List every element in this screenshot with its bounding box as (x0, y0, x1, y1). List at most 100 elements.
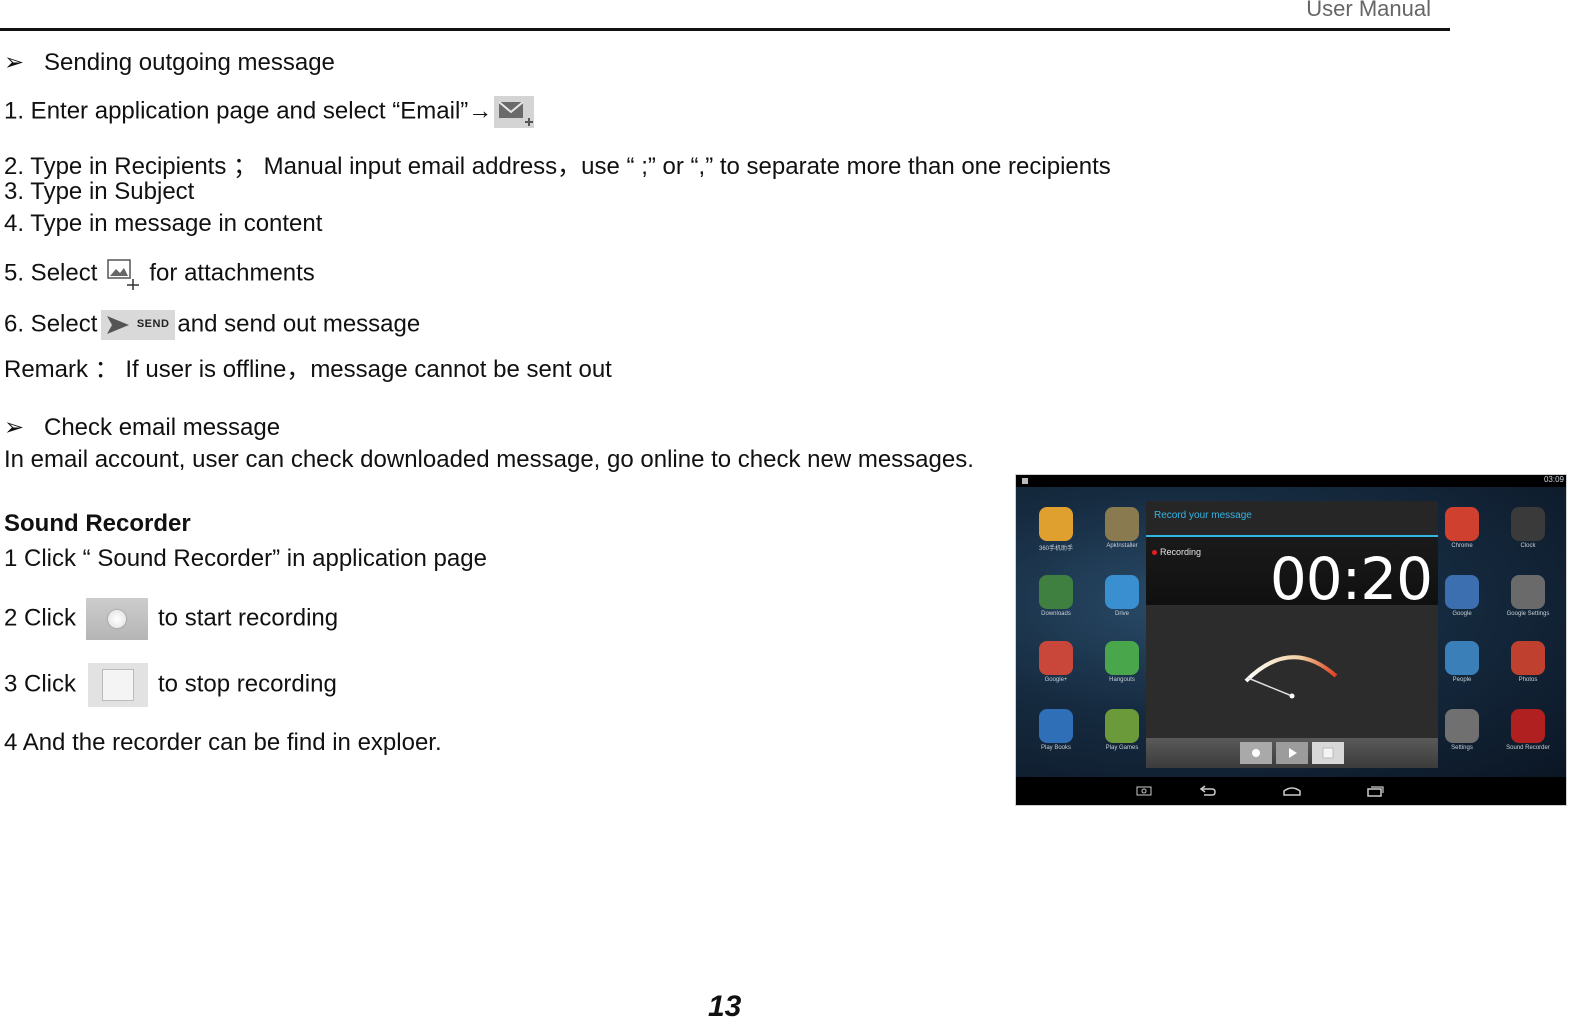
app-glyph-icon (1039, 507, 1073, 541)
email-app-icon (494, 96, 535, 128)
recorder-step-2-suffix: to start recording (158, 604, 339, 632)
back-nav-icon[interactable] (1198, 785, 1216, 797)
send-icon-label: SEND (136, 318, 170, 330)
send-arrow-icon (107, 316, 130, 334)
app-icon-6[interactable]: Play Books (1030, 703, 1082, 765)
email-step-1: 1. Enter application page and select “Em… (4, 96, 535, 128)
app-icon-3[interactable]: Drive (1096, 569, 1148, 631)
app-icon-11[interactable]: Google Settings (1502, 569, 1554, 631)
record-dialog: Record your message Recording 00:20 (1146, 501, 1438, 768)
recorder-step-2-prefix: 2 Click (4, 604, 77, 632)
tablet-play-button[interactable] (1276, 742, 1308, 764)
app-icon-5[interactable]: Hangouts (1096, 635, 1148, 697)
attach-image-icon (107, 259, 140, 290)
screenshot-nav-icon[interactable] (1136, 785, 1152, 797)
app-glyph-icon (1445, 709, 1479, 743)
email-step-6: 6. Select SEND and send out message (4, 310, 420, 340)
header-title: User Manual (1306, 0, 1431, 21)
status-time: 03:09 (1543, 475, 1564, 484)
app-glyph-icon (1511, 575, 1545, 609)
app-label: Drive (1114, 611, 1129, 617)
app-label: Google Settings (1506, 611, 1550, 617)
email-step-1-text: 1. Enter application page and select “Em… (4, 97, 469, 125)
bullet-arrow-icon: ➢ (4, 414, 25, 441)
app-label: Sound Recorder (1506, 745, 1550, 751)
level-gauge-icon (1244, 655, 1338, 699)
stop-button-icon (88, 663, 149, 707)
app-label: Settings (1451, 745, 1473, 751)
email-remark: Remark ： If user is offline，message cann… (4, 356, 612, 383)
app-icon-1[interactable]: ApkInstaller (1096, 501, 1148, 563)
app-glyph-icon (1039, 641, 1073, 675)
recent-apps-nav-icon[interactable] (1366, 785, 1384, 797)
record-dot-icon (108, 610, 127, 628)
notification-icon (1022, 478, 1028, 484)
recorder-step-3-suffix: to stop recording (158, 670, 337, 698)
app-icon-12[interactable]: People (1436, 635, 1488, 697)
stop-square-icon (102, 669, 135, 701)
email-step-2: 2. Type in Recipients ； Manual input ema… (4, 153, 1111, 180)
email-step-6-suffix: and send out message (177, 310, 421, 338)
section-heading-check: ➢ Check email message (4, 413, 280, 442)
record-dialog-title: Record your message (1154, 510, 1252, 521)
app-glyph-icon (1445, 575, 1479, 609)
arrow-right-icon: → (468, 97, 493, 125)
email-step-5-prefix: 5. Select (4, 259, 98, 287)
recording-dot-icon (1152, 550, 1157, 555)
app-glyph-icon (1039, 709, 1073, 743)
app-icon-7[interactable]: Play Games (1096, 703, 1148, 765)
app-label: Photos (1518, 677, 1538, 683)
app-glyph-icon (1511, 507, 1545, 541)
send-button-icon: SEND (101, 310, 176, 340)
tablet-play-icon (1289, 748, 1297, 758)
recorder-step-4: 4 And the recorder can be find in exploe… (4, 729, 442, 756)
app-icon-0[interactable]: 360手机助手 (1030, 501, 1082, 563)
app-glyph-icon (1511, 641, 1545, 675)
check-email-body: In email account, user can check downloa… (4, 446, 974, 473)
app-glyph-icon (1445, 507, 1479, 541)
app-glyph-icon (1039, 575, 1073, 609)
section-heading-sending: ➢ Sending outgoing message (4, 48, 335, 77)
tablet-record-button[interactable] (1240, 742, 1272, 764)
recorder-step-3-prefix: 3 Click (4, 670, 77, 698)
tablet-stop-button[interactable] (1312, 742, 1344, 764)
app-icon-9[interactable]: Clock (1502, 501, 1554, 563)
bullet-arrow-icon: ➢ (4, 49, 25, 76)
app-icon-13[interactable]: Photos (1502, 635, 1554, 697)
email-step-6-prefix: 6. Select (4, 310, 98, 338)
app-glyph-icon (1105, 507, 1139, 541)
app-icon-14[interactable]: Settings (1436, 703, 1488, 765)
app-glyph-icon (1105, 641, 1139, 675)
app-glyph-icon (1105, 709, 1139, 743)
app-label: Hangouts (1109, 677, 1135, 683)
app-icon-2[interactable]: Downloads (1030, 569, 1082, 631)
app-label: Google (1452, 611, 1472, 617)
app-glyph-icon (1105, 575, 1139, 609)
app-label: Play Games (1105, 745, 1139, 751)
app-label: ApkInstaller (1106, 543, 1138, 549)
page-number: 13 (708, 990, 742, 1023)
app-icon-4[interactable]: Google+ (1030, 635, 1082, 697)
tablet-stop-icon (1322, 747, 1334, 759)
app-label: People (1452, 677, 1472, 683)
home-nav-icon[interactable] (1282, 785, 1302, 797)
app-icon-10[interactable]: Google (1436, 569, 1488, 631)
app-icon-15[interactable]: Sound Recorder (1502, 703, 1554, 765)
email-step-3: 3. Type in Subject (4, 178, 195, 205)
recording-label: Recording (1160, 547, 1202, 557)
sound-recorder-title: Sound Recorder (4, 510, 191, 537)
app-icon-8[interactable]: Chrome (1436, 501, 1488, 563)
timer-area: Recording 00:20 (1146, 537, 1438, 613)
nav-bar (1016, 777, 1566, 805)
sending-heading-text: Sending outgoing message (44, 49, 335, 76)
app-glyph-icon (1445, 641, 1479, 675)
check-heading-text: Check email message (44, 414, 281, 441)
app-label: Clock (1520, 543, 1536, 549)
app-glyph-icon (1511, 709, 1545, 743)
email-step-5-suffix: for attachments (149, 259, 315, 287)
record-dialog-titlebar: Record your message (1146, 501, 1438, 537)
app-label: Google+ (1044, 677, 1068, 683)
tablet-record-icon (1252, 749, 1260, 757)
app-label: 360手机助手 (1038, 546, 1073, 552)
